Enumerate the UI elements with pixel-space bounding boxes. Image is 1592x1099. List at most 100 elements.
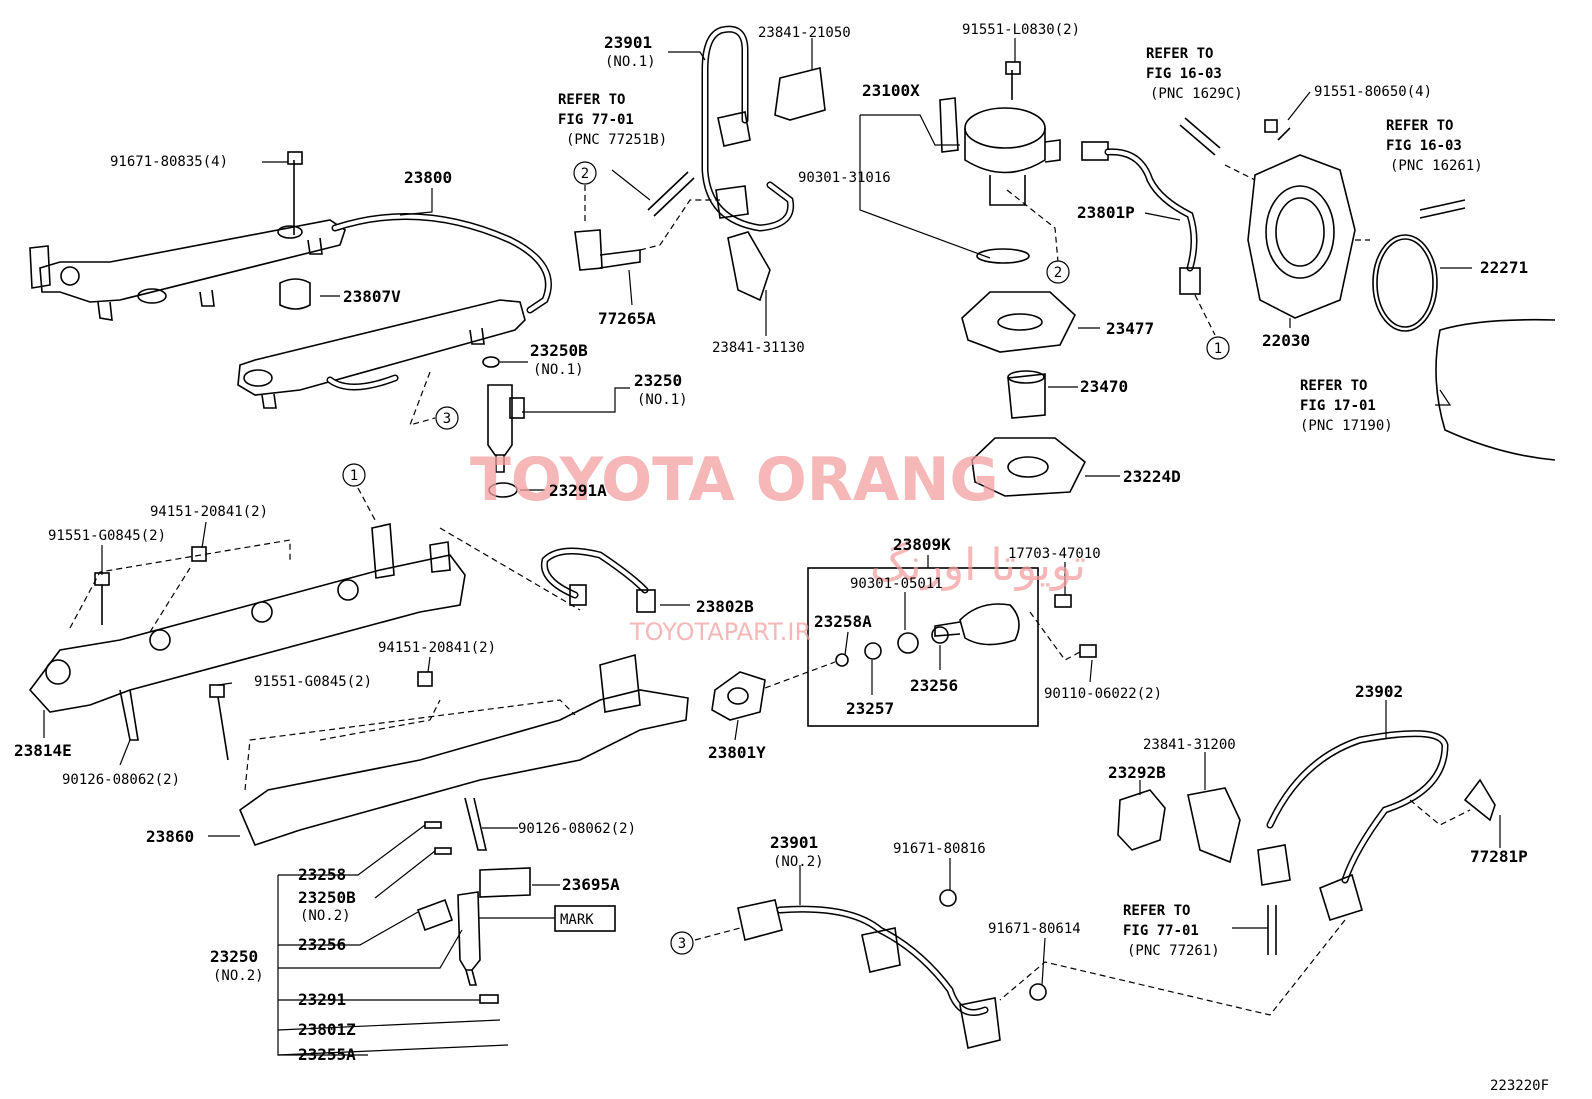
hose-23901-no2-drawing bbox=[737, 889, 1047, 1049]
callout-2-left: 2 bbox=[573, 161, 597, 185]
mark-box bbox=[554, 905, 616, 932]
label-pnc-17190: (PNC 17190) bbox=[1300, 418, 1393, 434]
hose-23902-drawing bbox=[1117, 730, 1496, 955]
label-mark: MARK bbox=[560, 912, 594, 928]
label-90301-31016: 90301-31016 bbox=[798, 170, 891, 186]
hose-23901-no1-drawing bbox=[574, 25, 826, 302]
pipe-23801p-drawing bbox=[1081, 141, 1201, 295]
label-23256: 23256 bbox=[298, 935, 346, 954]
label-22271: 22271 bbox=[1480, 258, 1528, 277]
label-23292b: 23292B bbox=[1108, 763, 1166, 782]
label-23250b-no2: 23250B bbox=[298, 888, 356, 907]
throttle-body-22030-drawing bbox=[1179, 117, 1556, 461]
label-91551-80650: 91551-80650(4) bbox=[1314, 84, 1432, 100]
label-no1: (NO.1) bbox=[533, 362, 584, 378]
label-no1: (NO.1) bbox=[637, 392, 688, 408]
label-23258: 23258 bbox=[298, 865, 346, 884]
callout-text: 2 bbox=[581, 166, 589, 182]
injector-no2-drawing bbox=[416, 821, 531, 1004]
callout-text: 1 bbox=[350, 468, 358, 484]
label-23250-no1: 23250 bbox=[634, 371, 682, 390]
label-77281p: 77281P bbox=[1470, 847, 1528, 866]
label-fig-77-01: FIG 77-01 bbox=[558, 112, 634, 128]
label-23477: 23477 bbox=[1106, 319, 1154, 338]
label-23100x: 23100X bbox=[862, 81, 920, 100]
label-23256: 23256 bbox=[910, 676, 958, 695]
label-23800: 23800 bbox=[404, 168, 452, 187]
label-23257: 23257 bbox=[846, 699, 894, 718]
label-23802b: 23802B bbox=[696, 597, 754, 616]
label-23902: 23902 bbox=[1355, 682, 1403, 701]
callout-3-top: 3 bbox=[435, 406, 459, 430]
label-91671-80816: 91671-80816 bbox=[893, 841, 986, 857]
label-91551-l0830: 91551-L0830(2) bbox=[962, 22, 1080, 38]
callout-text: 3 bbox=[678, 936, 686, 952]
label-77265a: 77265A bbox=[598, 309, 656, 328]
callout-3-bottom: 3 bbox=[670, 931, 694, 955]
label-23224d: 23224D bbox=[1123, 467, 1181, 486]
label-no2: (NO.2) bbox=[213, 968, 264, 984]
label-fig-17-01: FIG 17-01 bbox=[1300, 398, 1376, 414]
label-23841-21050: 23841-21050 bbox=[758, 25, 851, 41]
label-no2: (NO.2) bbox=[773, 854, 824, 870]
label-23841-31130: 23841-31130 bbox=[712, 340, 805, 356]
label-pnc-1629c: (PNC 1629C) bbox=[1150, 86, 1243, 102]
dashed-lines bbox=[69, 164, 1471, 1016]
label-90110-06022: 90110-06022(2) bbox=[1044, 686, 1162, 702]
label-23809k: 23809K bbox=[893, 535, 951, 554]
label-23250b-no1: 23250B bbox=[530, 341, 588, 360]
fuel-rail-23860-drawing bbox=[209, 547, 689, 851]
fuel-rail-23800-drawing bbox=[29, 151, 552, 409]
label-17703-47010: 17703-47010 bbox=[1008, 546, 1101, 562]
label-23841-31200: 23841-31200 bbox=[1143, 737, 1236, 753]
injector-no1-drawing bbox=[482, 356, 525, 498]
watermark-persian: تویوتا اورنگ bbox=[870, 540, 1086, 591]
leader-lines bbox=[43, 38, 1501, 1056]
label-23901-no2: 23901 bbox=[770, 833, 818, 852]
label-fig-77-01: FIG 77-01 bbox=[1123, 923, 1199, 939]
label-94151-20841: 94151-20841(2) bbox=[378, 640, 496, 656]
label-refer-to: REFER TO bbox=[1123, 903, 1190, 919]
label-23695a: 23695A bbox=[562, 875, 620, 894]
label-refer-to: REFER TO bbox=[1300, 378, 1367, 394]
label-refer-to: REFER TO bbox=[1146, 46, 1213, 62]
label-91551-g0845: 91551-G0845(2) bbox=[48, 528, 166, 544]
pump-base-parts-drawing bbox=[961, 291, 1087, 497]
label-23901-no1: 23901 bbox=[604, 33, 652, 52]
callout-1-rail: 1 bbox=[342, 463, 366, 487]
label-23801p: 23801P bbox=[1077, 203, 1135, 222]
part-labels: 23901 (NO.1) 23841-21050 91551-L0830(2) … bbox=[14, 22, 1549, 1094]
label-94151-20841: 94151-20841(2) bbox=[150, 504, 268, 520]
callout-2-right: 2 bbox=[1046, 260, 1070, 284]
fuel-pump-23100x-drawing bbox=[939, 61, 1061, 264]
sensor-kit-23809k-drawing bbox=[711, 567, 1097, 727]
fuel-rail-23814e-drawing bbox=[28, 523, 466, 741]
label-23807v: 23807V bbox=[343, 287, 401, 306]
label-pnc-77251b: (PNC 77251B) bbox=[566, 132, 667, 148]
label-23258a: 23258A bbox=[814, 612, 872, 631]
label-23814e: 23814E bbox=[14, 741, 72, 760]
label-22030: 22030 bbox=[1262, 331, 1310, 350]
label-23250-no2: 23250 bbox=[210, 947, 258, 966]
label-refer-to: REFER TO bbox=[558, 92, 625, 108]
label-refer-to: REFER TO bbox=[1386, 118, 1453, 134]
label-fig-16-03: FIG 16-03 bbox=[1146, 66, 1222, 82]
label-23801y: 23801Y bbox=[708, 743, 766, 762]
label-90126-08062: 90126-08062(2) bbox=[518, 821, 636, 837]
label-23860: 23860 bbox=[146, 827, 194, 846]
label-91551-g0845: 91551-G0845(2) bbox=[254, 674, 372, 690]
label-23291a: 23291A bbox=[549, 481, 607, 500]
watermark-site: TOYOTAPART.IR bbox=[629, 618, 811, 646]
callout-text: 2 bbox=[1054, 265, 1062, 281]
watermark-brand: TOYOTA ORANG bbox=[470, 445, 999, 515]
label-23470: 23470 bbox=[1080, 377, 1128, 396]
label-90301-05011: 90301-05011 bbox=[850, 576, 943, 592]
callout-text: 1 bbox=[1214, 341, 1222, 357]
label-91671-80614: 91671-80614 bbox=[988, 921, 1081, 937]
label-23801z: 23801Z bbox=[298, 1020, 356, 1039]
label-91671-80835: 91671-80835(4) bbox=[110, 154, 228, 170]
label-no2: (NO.2) bbox=[300, 908, 351, 924]
callout-text: 3 bbox=[443, 411, 451, 427]
